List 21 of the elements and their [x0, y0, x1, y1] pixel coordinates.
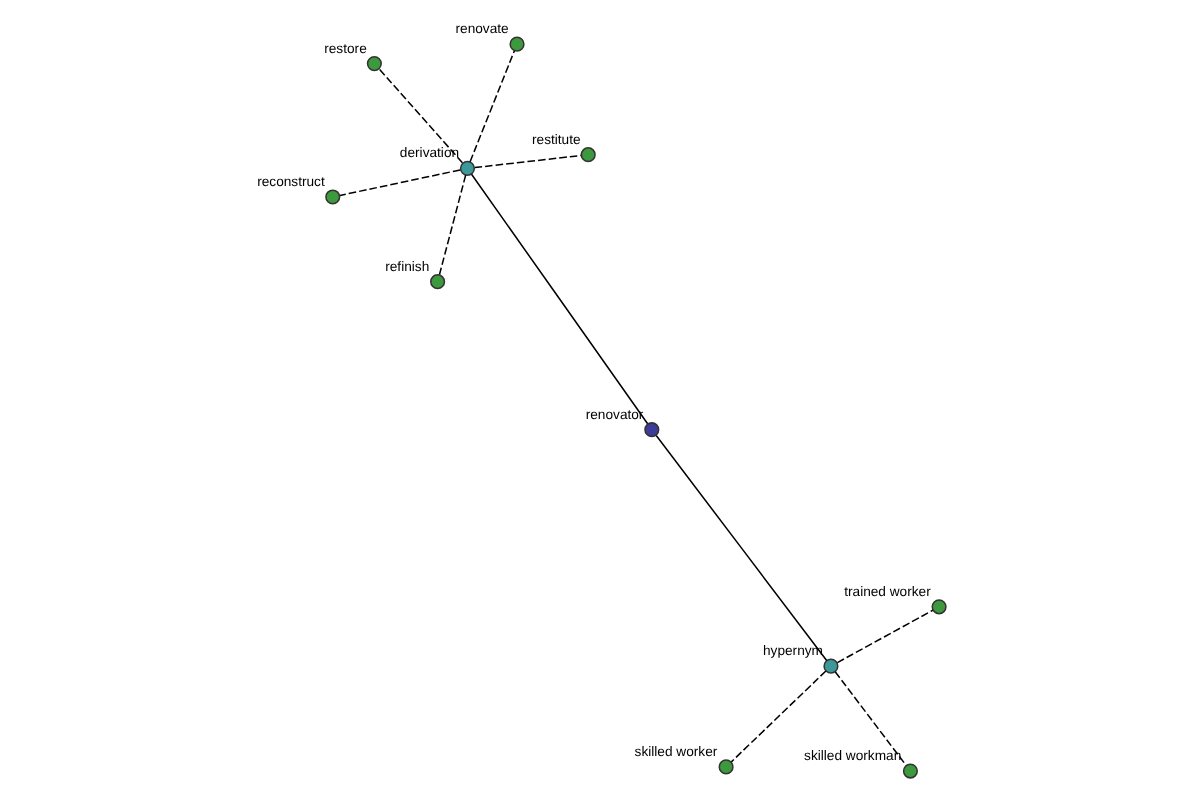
node-circle — [365, 56, 381, 72]
connector — [377, 68, 463, 164]
node-circle — [930, 599, 946, 615]
connector — [338, 169, 460, 197]
connector — [437, 174, 466, 276]
node-circle — [324, 189, 340, 205]
connector — [729, 670, 826, 763]
connector — [468, 50, 515, 163]
node-circle — [458, 160, 475, 176]
node-circle — [429, 274, 445, 290]
node-circle — [579, 147, 595, 163]
connector — [469, 173, 648, 425]
connector — [472, 154, 581, 169]
node-circle — [508, 36, 524, 52]
node-circle — [901, 763, 917, 779]
node-circle — [643, 422, 659, 438]
connector — [654, 434, 827, 662]
node-circle — [822, 658, 838, 674]
node-circle — [717, 759, 733, 775]
connector — [833, 671, 906, 767]
connector — [835, 609, 933, 664]
